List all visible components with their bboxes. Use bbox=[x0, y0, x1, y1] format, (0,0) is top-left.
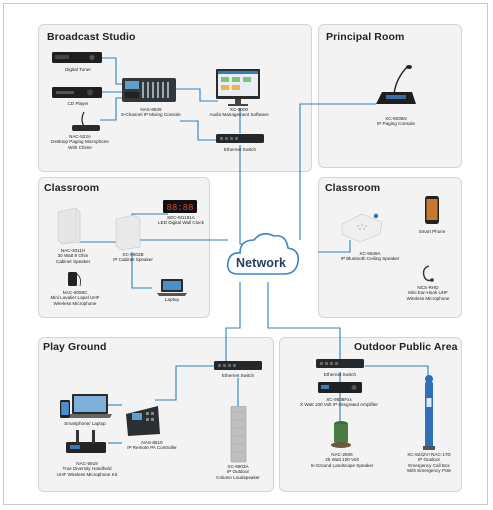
ip-paging-console-device bbox=[376, 65, 416, 104]
ethernet-switch-top-device bbox=[216, 134, 264, 143]
cd-player-device bbox=[52, 87, 102, 98]
network-label: Network bbox=[236, 256, 287, 270]
ear-hook-microphone-device bbox=[422, 265, 434, 282]
handheld-microphone-kit-device bbox=[66, 430, 106, 453]
integrated-amplifier-device bbox=[318, 382, 362, 393]
panel-title-broadcast-studio: Broadcast Studio bbox=[47, 31, 136, 43]
cabinet-speaker-device bbox=[57, 207, 81, 245]
ethernet-switch-outdoor-device bbox=[316, 359, 364, 368]
digital-tuner-label: Digital Tuner bbox=[65, 67, 91, 72]
ethernet-switch-top-label: Ethernet Switch bbox=[223, 147, 257, 152]
panel-title-classroom-left: Classroom bbox=[44, 182, 100, 194]
cd-player-label: CD Player bbox=[67, 101, 89, 106]
digital-tuner-device bbox=[52, 52, 102, 63]
column-loudspeaker-device bbox=[230, 406, 247, 463]
ethernet-switch-play-device bbox=[214, 361, 262, 370]
smartphone-laptop-device bbox=[60, 394, 112, 418]
laptop-label: Laptop bbox=[164, 297, 180, 302]
mixing-console-device bbox=[122, 78, 176, 102]
smartphone-laptop-label: Smartphone/ Laptop bbox=[64, 421, 106, 426]
panel-title-classroom-right: Classroom bbox=[325, 182, 381, 194]
svg-text:88:88: 88:88 bbox=[166, 203, 193, 213]
audio-management-monitor-device bbox=[216, 69, 260, 106]
landscape-speaker-device bbox=[331, 421, 351, 448]
smart-phone-label: Smart Phone bbox=[418, 229, 446, 234]
ethernet-switch-play-label: Ethernet Switch bbox=[221, 373, 255, 378]
panel-title-play-ground: Play Ground bbox=[43, 341, 107, 353]
led-wall-clock-device: 88:88 bbox=[163, 200, 197, 213]
laptop-device bbox=[157, 279, 187, 296]
panel-title-outdoor: Outdoor Public Area bbox=[354, 341, 458, 353]
smart-phone-device bbox=[425, 196, 439, 224]
ip-cabinet-speaker-device bbox=[115, 214, 141, 251]
desktop-paging-microphone-device bbox=[72, 111, 100, 131]
ip-remote-pa-controller-device bbox=[126, 406, 160, 436]
ceiling-speaker-device bbox=[341, 213, 383, 243]
emergency-call-box-pole-device bbox=[423, 375, 435, 450]
network-cloud-icon bbox=[226, 232, 300, 275]
ethernet-switch-outdoor-label: Ethernet Switch bbox=[323, 372, 357, 377]
panel-title-principal-room: Principal Room bbox=[326, 31, 405, 43]
lavalier-microphone-device bbox=[68, 272, 82, 287]
